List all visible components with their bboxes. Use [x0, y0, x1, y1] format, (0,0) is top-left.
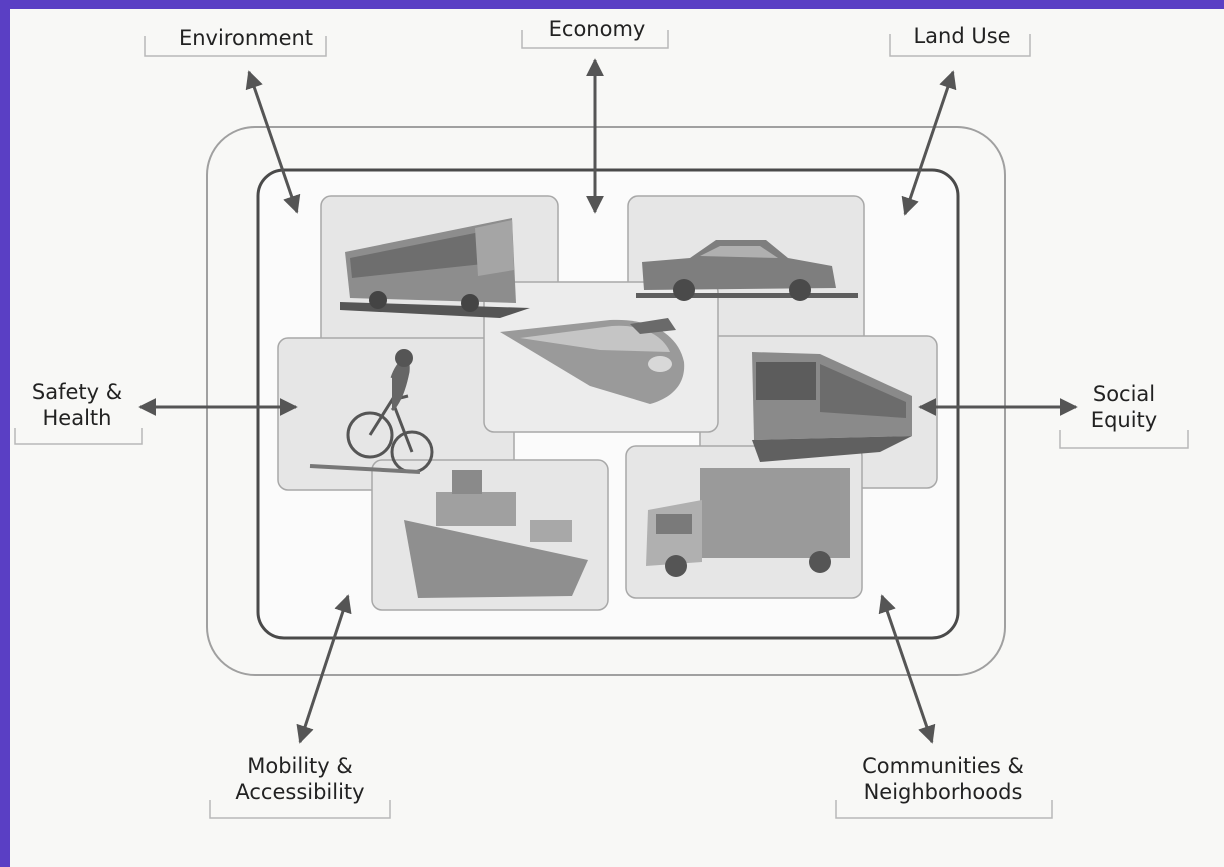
safety-health-line-1: Safety &	[31, 380, 123, 404]
economy-label: Economy	[548, 17, 646, 41]
transportation-diagram	[14, 30, 1189, 819]
mobility-arrow	[296, 594, 352, 744]
label-brackets	[14, 30, 1189, 819]
environment-arrow	[245, 70, 301, 214]
social-equity-label: Social Equity	[1062, 381, 1186, 433]
safety-health-line-2: Health	[42, 406, 112, 430]
light-rail-icon	[752, 352, 912, 462]
bicycle-icon	[309, 349, 434, 474]
communities-arrow	[878, 594, 936, 744]
land-use-arrow	[901, 70, 957, 216]
social-equity-line-1: Social	[1092, 382, 1156, 406]
communities-label: Communities & Neighborhoods	[836, 753, 1050, 805]
train-icon	[500, 318, 685, 404]
safety-health-label: Safety & Health	[12, 379, 142, 431]
land-use-label: Land Use	[913, 24, 1011, 48]
truck-icon	[646, 468, 850, 577]
communities-line-1: Communities &	[862, 754, 1024, 778]
ship-icon	[404, 470, 588, 598]
mobility-label: Mobility & Accessibility	[210, 753, 390, 805]
mobility-line-1: Mobility &	[247, 754, 353, 778]
car-icon	[636, 240, 858, 301]
diagram-frame: Environment Economy Land Use Safety & He…	[10, 9, 1224, 867]
bus-icon	[340, 218, 530, 318]
mobility-line-2: Accessibility	[235, 780, 365, 804]
social-equity-line-2: Equity	[1090, 408, 1158, 432]
communities-line-2: Neighborhoods	[863, 780, 1023, 804]
environment-label: Environment	[178, 26, 314, 50]
